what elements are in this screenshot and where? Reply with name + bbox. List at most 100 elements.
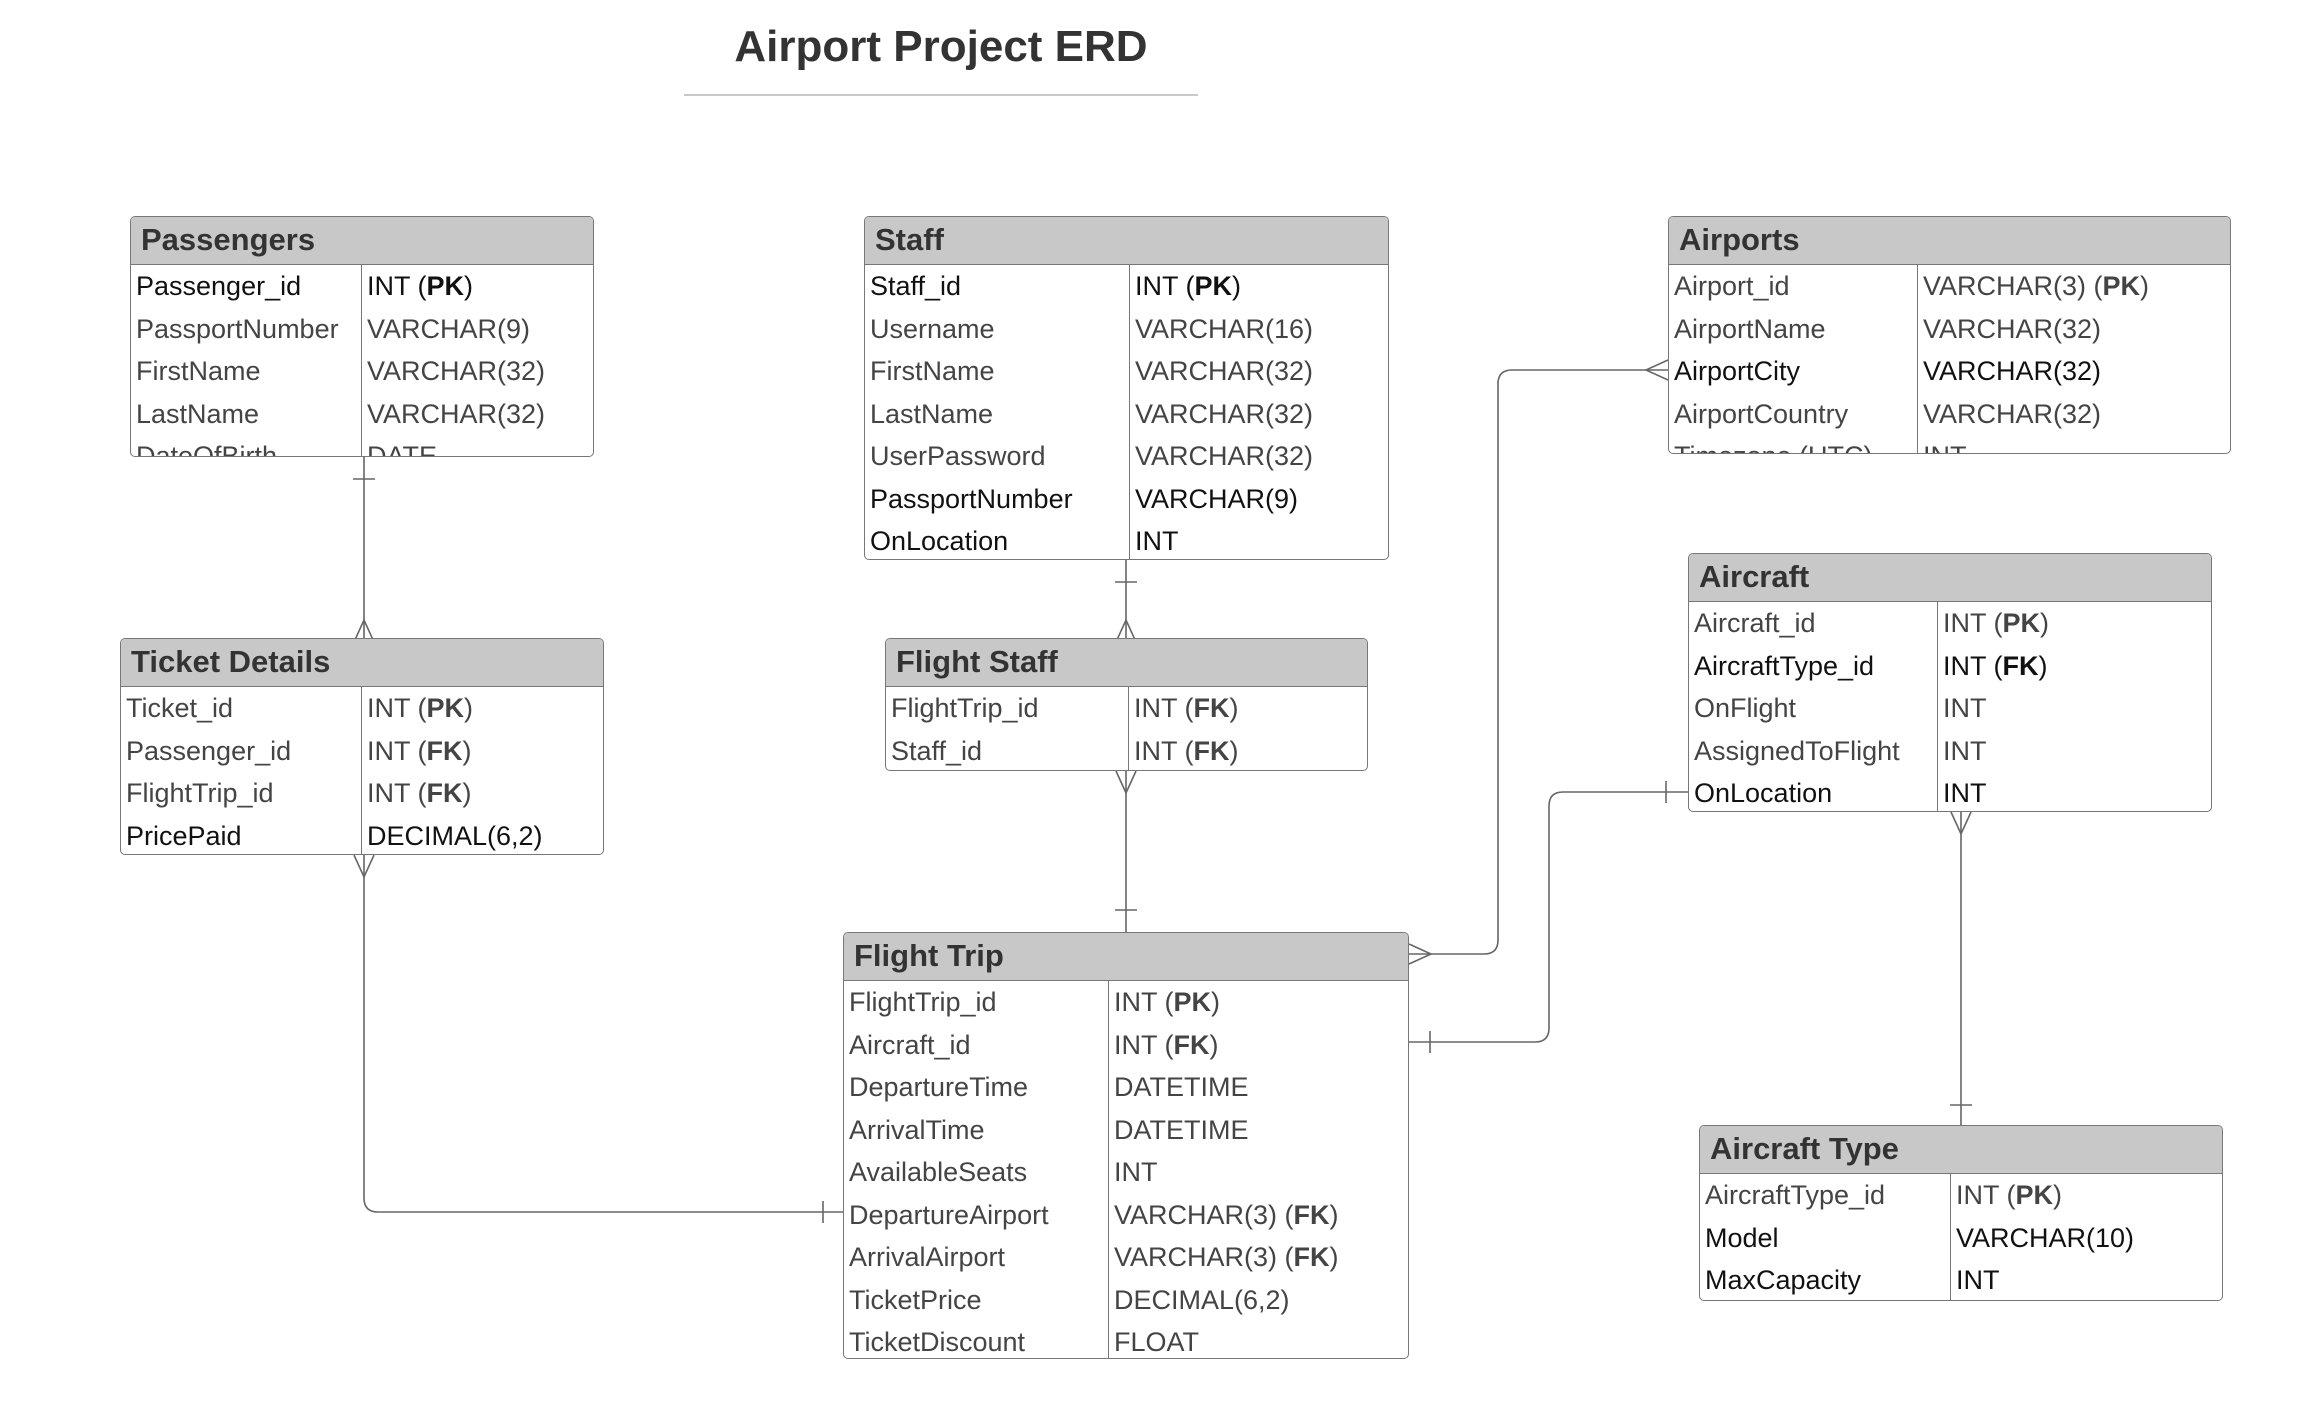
attribute-type-text: INT (1923, 441, 1967, 453)
attribute-type: DATE (367, 435, 438, 457)
attribute-row[interactable]: LastName VARCHAR(32) (865, 393, 1388, 436)
attribute-type-text: INT ( (1114, 1029, 1174, 1060)
attribute-type: INT (FK) (1134, 730, 1239, 771)
diagram-title: Airport Project ERD (734, 22, 1148, 71)
attribute-row[interactable]: ArrivalTime DATETIME (844, 1109, 1408, 1152)
attribute-type-text: VARCHAR(10) (1956, 1222, 2135, 1253)
attribute-type-text: INT ( (1114, 987, 1174, 1017)
attribute-row[interactable]: Timezone (UTC) INT (1669, 435, 2230, 453)
attribute-type: DATETIME (1114, 1109, 1249, 1152)
primary-key-badge: PK (1194, 271, 1233, 301)
attribute-type-text: VARCHAR(32) (1135, 398, 1314, 429)
attribute-type: VARCHAR(9) (367, 308, 530, 351)
foreign-key-badge: FK (426, 778, 463, 808)
attribute-type: INT (FK) (367, 730, 472, 773)
attribute-name: ArrivalTime (849, 1114, 985, 1145)
attribute-type-text: INT ( (1943, 608, 2003, 638)
foreign-key-badge: FK (1293, 1242, 1330, 1272)
entity-header: Aircraft (1689, 554, 2211, 602)
attribute-name: AircraftType_id (1705, 1180, 1886, 1210)
primary-key-badge: PK (426, 271, 465, 301)
attribute-type-close: ) (1211, 987, 1221, 1017)
attribute-type-close: ) (464, 271, 474, 301)
attribute-type-text: DECIMAL(6,2) (367, 820, 543, 851)
attribute-type: INT (PK) (367, 687, 473, 730)
attribute-type-text: INT ( (367, 735, 427, 766)
attribute-type-close: ) (1329, 1199, 1339, 1230)
attribute-type: INT (FK) (1114, 1024, 1219, 1067)
attribute-type: VARCHAR(32) (1135, 393, 1313, 436)
primary-key-badge: PK (1173, 987, 1212, 1017)
foreign-key-badge: FK (1293, 1199, 1330, 1230)
title-underline (684, 94, 1198, 96)
entity-header: Airports (1669, 217, 2230, 265)
entity-header: Passengers (131, 217, 593, 265)
rel-ticket-details-crowfoot (353, 618, 375, 643)
foreign-key-badge: FK (1193, 735, 1230, 766)
attribute-type: INT (1114, 1151, 1158, 1194)
attribute-type-text: VARCHAR(16) (1135, 313, 1314, 344)
primary-key-badge: PK (2015, 1180, 2054, 1210)
attribute-type-text: INT ( (1943, 650, 2003, 681)
attribute-name: Timezone (UTC) (1674, 435, 1873, 453)
attribute-name: OnLocation (870, 526, 1009, 556)
column-divider (1129, 265, 1130, 559)
attribute-type: VARCHAR(32) (1135, 350, 1313, 393)
attribute-type-text: DATE (367, 441, 438, 457)
attribute-type-close: ) (462, 735, 472, 766)
attribute-type-text: VARCHAR(3) ( (1114, 1199, 1294, 1230)
attribute-type: VARCHAR(3) (FK) (1114, 1194, 1339, 1237)
attribute-name: AirportName (1674, 313, 1826, 344)
attribute-name: UserPassword (870, 441, 1046, 471)
attribute-type-close: ) (2140, 271, 2150, 301)
attribute-name: LastName (870, 398, 994, 429)
